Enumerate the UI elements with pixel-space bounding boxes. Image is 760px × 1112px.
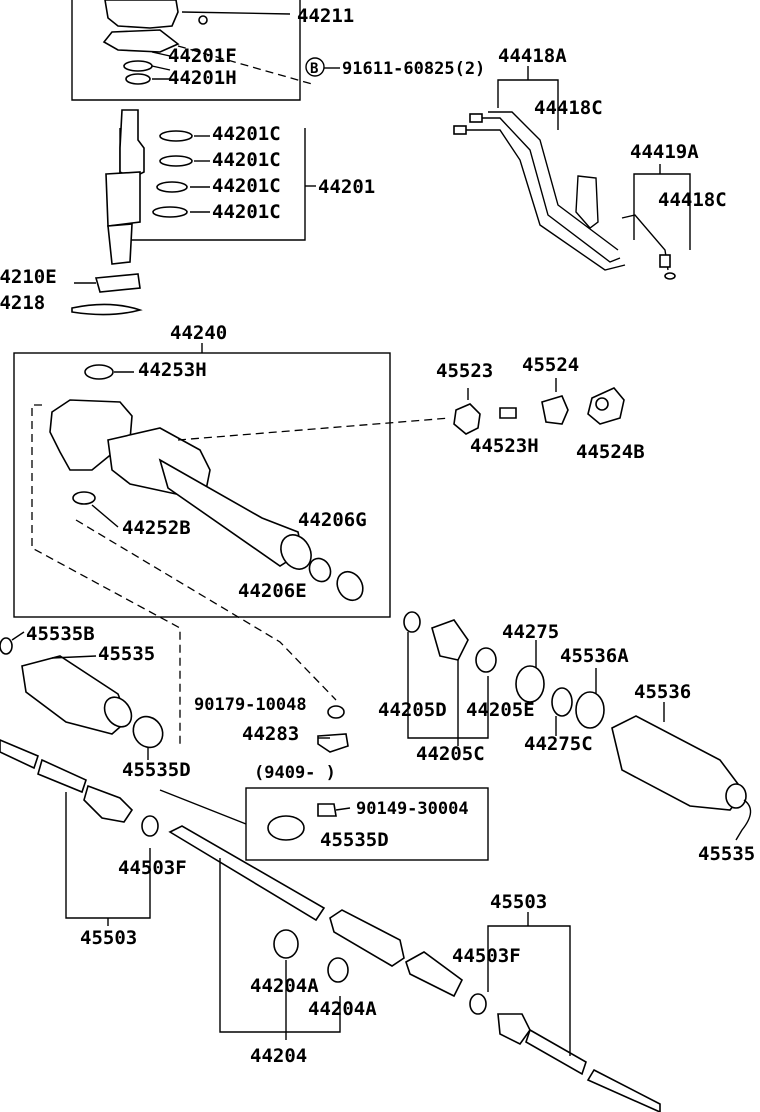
label-45535-right: 45535: [698, 843, 755, 865]
label-9409-variant: (9409- ): [254, 763, 336, 783]
label-44418C-upper: 44418C: [534, 97, 603, 119]
pinion-shaft-group: [71, 109, 316, 316]
label-44204A-left: 44204A: [250, 975, 319, 997]
label-44205D: 44205D: [378, 699, 447, 721]
label-45523: 45523: [436, 360, 493, 382]
label-45535D-left: 45535D: [122, 759, 191, 781]
left-tie-rod: [0, 739, 159, 926]
label-44205C: 44205C: [416, 743, 485, 765]
label-44204A-right: 44204A: [308, 998, 377, 1020]
label-45503-left: 45503: [80, 927, 137, 949]
label-44253H: 44253H: [138, 359, 207, 381]
left-boot-group: [0, 631, 164, 760]
label-44211: 44211: [297, 5, 354, 27]
label-45535D-box: 45535D: [320, 829, 389, 851]
label-44201F: 44201F: [168, 45, 237, 67]
label-44503F-right: 44503F: [452, 945, 521, 967]
part-number-labels: 44211 44201F 44201H B 91611-60825(2) 444…: [0, 5, 755, 1067]
small-fittings: [317, 705, 349, 753]
label-45524: 45524: [522, 354, 579, 376]
label-44218: 44218: [0, 292, 45, 314]
rack-guide-parts: [453, 378, 625, 435]
label-45536A: 45536A: [560, 645, 629, 667]
label-44201C-4: 44201C: [212, 201, 281, 223]
label-44419A: 44419A: [630, 141, 699, 163]
label-45535B: 45535B: [26, 623, 95, 645]
label-90179-10048: 90179-10048: [194, 695, 307, 715]
label-44204: 44204: [250, 1045, 307, 1067]
label-44210E: 44210E: [0, 266, 57, 288]
label-44418C-lower: 44418C: [658, 189, 727, 211]
label-44240: 44240: [170, 322, 227, 344]
label-45535-upper-left: 45535: [98, 643, 155, 665]
label-44524B: 44524B: [576, 441, 645, 463]
rack-housing-group: [13, 343, 451, 748]
label-45503-right: 45503: [490, 891, 547, 913]
label-44201C-2: 44201C: [212, 149, 281, 171]
right-tie-rod: [469, 912, 661, 1112]
label-44201C-3: 44201C: [212, 175, 281, 197]
label-44201C-1: 44201C: [212, 123, 281, 145]
pressure-pipes: [453, 66, 691, 280]
label-45536: 45536: [634, 681, 691, 703]
gear-housing-group: [71, 0, 313, 101]
variant-box: [159, 787, 489, 861]
label-44201H: 44201H: [168, 67, 237, 89]
label-44275: 44275: [502, 621, 559, 643]
main-rack-bar: [168, 825, 464, 1040]
label-91611-60825: 91611-60825(2): [342, 59, 485, 79]
label-44275C: 44275C: [524, 733, 593, 755]
label-44418A: 44418A: [498, 45, 567, 67]
label-44205E: 44205E: [466, 699, 535, 721]
label-44206G: 44206G: [298, 509, 367, 531]
right-boot-group: [403, 611, 752, 841]
bolt-marker-icon: [305, 57, 325, 77]
label-44503F-left: 44503F: [118, 857, 187, 879]
label-90149-30004: 90149-30004: [356, 799, 469, 819]
label-44206E: 44206E: [238, 580, 307, 602]
bolt-marker-letter: B: [310, 61, 318, 77]
label-44252B: 44252B: [122, 517, 191, 539]
label-44523H: 44523H: [470, 435, 539, 457]
label-44283: 44283: [242, 723, 299, 745]
label-44201: 44201: [318, 176, 375, 198]
